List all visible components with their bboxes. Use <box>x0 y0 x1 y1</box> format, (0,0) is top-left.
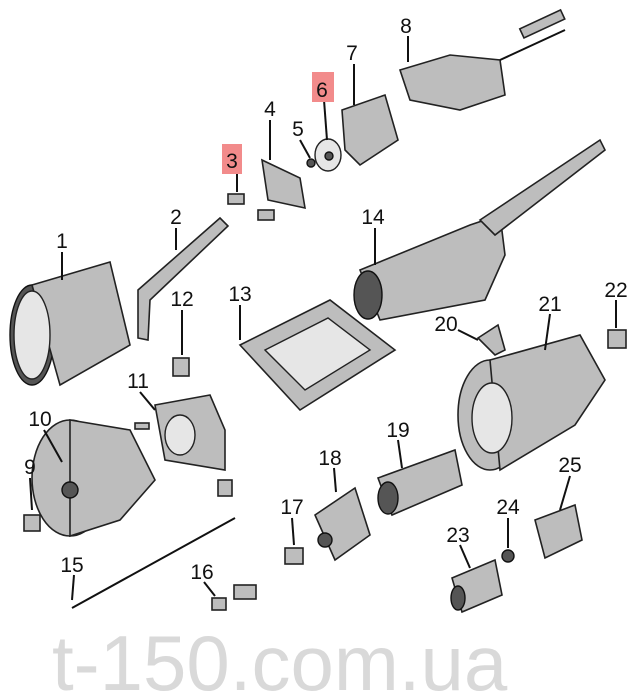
part-25-gear <box>534 503 583 560</box>
part-22-bushing <box>607 329 627 349</box>
part-label-21: 21 <box>538 293 561 316</box>
part-label-1: 1 <box>56 230 68 253</box>
part-label-24: 24 <box>496 496 520 519</box>
part-label-10: 10 <box>28 408 51 431</box>
part-label-5: 5 <box>292 118 304 141</box>
part-label-20: 20 <box>434 313 457 336</box>
part-label-6: 6 <box>316 79 328 102</box>
part-3-screws <box>227 193 275 221</box>
part-15-rod <box>71 517 236 609</box>
part-24-ring <box>501 549 515 563</box>
part-11-brush-holder <box>134 394 226 471</box>
part-label-7: 7 <box>346 42 358 65</box>
part-21-drive-housing <box>457 334 606 472</box>
part-9-bushing <box>23 514 41 532</box>
part-label-9: 9 <box>24 456 36 479</box>
part-label-23: 23 <box>446 524 469 547</box>
highlight-box-3 <box>222 144 242 174</box>
part-10-end-cover <box>31 419 156 538</box>
part-label-2: 2 <box>170 206 182 229</box>
highlight-box-6 <box>312 72 334 102</box>
part-12-brush <box>172 357 233 497</box>
part-label-25: 25 <box>558 454 581 477</box>
leader-lines <box>29 36 617 601</box>
part-label-15: 15 <box>60 554 83 577</box>
part-label-14: 14 <box>361 206 385 229</box>
part-18-flange <box>313 486 371 562</box>
part-label-12: 12 <box>170 288 193 311</box>
part-label-16: 16 <box>190 561 213 584</box>
part-4-plate <box>260 158 306 210</box>
part-19-sleeve <box>376 448 463 517</box>
part-23-sleeve <box>450 558 503 614</box>
part-17-bushing <box>284 547 304 565</box>
part-label-3: 3 <box>226 150 238 173</box>
part-label-13: 13 <box>228 283 251 306</box>
part-1-housing <box>9 260 131 387</box>
part-label-8: 8 <box>400 15 412 38</box>
part-label-19: 19 <box>386 419 409 442</box>
part-7-cover <box>341 93 399 167</box>
part-2-bracket <box>137 216 230 341</box>
part-5-washer <box>306 158 316 168</box>
part-label-4: 4 <box>264 98 276 121</box>
part-label-17: 17 <box>280 496 303 519</box>
part-20-lever <box>476 323 506 356</box>
part-label-18: 18 <box>318 447 341 470</box>
part-13-field-coil <box>238 299 397 412</box>
watermark: t-150.com.ua <box>52 619 508 695</box>
part-16-nuts <box>211 584 257 611</box>
part-14-armature <box>353 138 607 321</box>
part-label-11: 11 <box>127 370 149 393</box>
part-6-disc <box>314 138 342 172</box>
part-label-22: 22 <box>604 279 627 302</box>
part-8-solenoid <box>398 8 566 111</box>
